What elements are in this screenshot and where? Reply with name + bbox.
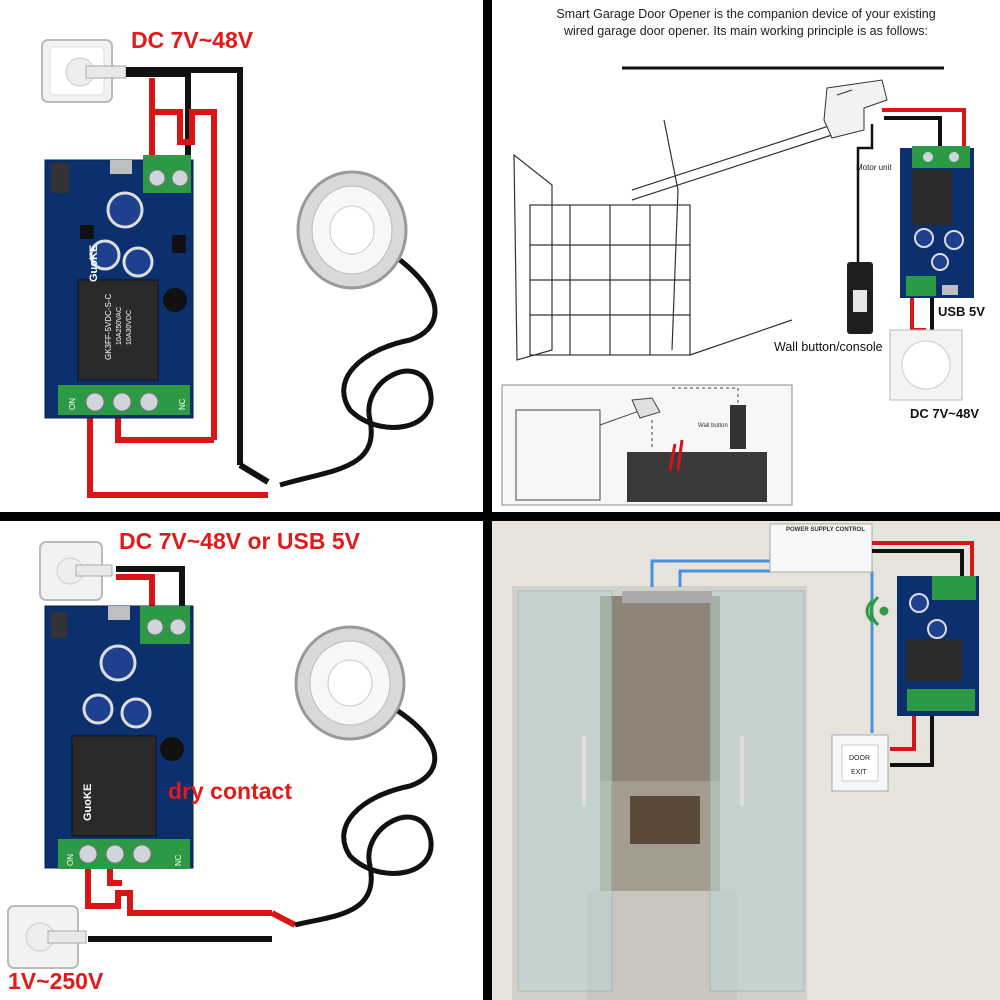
power-label: DC 7V~48V or USB 5V <box>119 528 360 554</box>
motor-unit <box>823 79 888 139</box>
wiring-diagram-1 <box>41 39 438 498</box>
chair <box>630 796 700 844</box>
relay-board-small <box>900 146 974 298</box>
door-photo <box>492 521 1000 1000</box>
panel-led-light-wiring: DC 7V~48V GuoKE GK3FF-5VDC-S-C 10A250VAC… <box>0 0 483 512</box>
glass-door-left <box>517 590 613 992</box>
wall-socket <box>41 39 127 103</box>
dry-contact-label: dry contact <box>168 778 292 804</box>
caption-line-1: Smart Garage Door Opener is the companio… <box>556 7 936 21</box>
relay-brand: GuoKE <box>88 244 100 282</box>
inset-photo <box>501 384 793 506</box>
caption-line-2: wired garage door opener. Its main worki… <box>563 24 929 38</box>
wall-socket-top <box>39 541 113 601</box>
panel-dry-contact-wiring: DC 7V~48V or USB 5V dry contact 1V~250V … <box>0 521 483 1000</box>
relay-rating-2: 10A30VDC <box>126 309 133 345</box>
relay-board-3 <box>44 605 194 869</box>
relay-board <box>44 155 194 419</box>
power-outlet <box>889 329 963 401</box>
led-light-fixture-3 <box>294 625 438 928</box>
power-supply-box <box>769 523 873 573</box>
garage-diagram <box>501 66 974 506</box>
wifi-signal-icon <box>865 595 889 627</box>
terminal-on-label: ON <box>66 854 75 866</box>
wall-button-label: Wall button/console <box>774 340 883 354</box>
terminal-nc-label: NC <box>178 398 187 410</box>
wall-socket-bottom <box>7 905 87 969</box>
power-wires <box>87 67 270 498</box>
garage-door-sketch <box>513 119 833 361</box>
panel-garage-door-wiring: Smart Garage Door Opener is the companio… <box>492 0 1000 512</box>
motor-unit-label: Motor unit <box>856 163 892 172</box>
exit-line-1: DOOR <box>849 755 870 762</box>
panel-door-access-wiring: POWER SUPPLY CONTROL DOOR EXIT <box>492 521 1000 1000</box>
usb-label: USB 5V <box>938 304 985 319</box>
terminal-nc-label: NC <box>174 854 183 866</box>
wiring-diagram-3 <box>7 541 438 969</box>
inset-wall-button-label: Wall button <box>698 423 728 429</box>
dry-contact-wires <box>85 566 297 942</box>
led-light-fixture <box>279 170 438 488</box>
relay-rating-1: 10A250VAC <box>116 306 123 345</box>
relay-brand: GuoKE <box>82 783 94 821</box>
glass-door-right <box>709 590 805 992</box>
wall-button <box>847 262 873 334</box>
exit-line-2: EXIT <box>851 769 867 776</box>
power-label: DC 7V~48V <box>131 27 254 53</box>
dc-label: DC 7V~48V <box>910 406 980 421</box>
ac-voltage-label: 1V~250V <box>8 968 104 994</box>
terminal-on-label: ON <box>68 398 77 410</box>
psu-title: POWER SUPPLY CONTROL <box>786 527 866 533</box>
relay-model: GK3FF-5VDC-S-C <box>104 293 113 360</box>
